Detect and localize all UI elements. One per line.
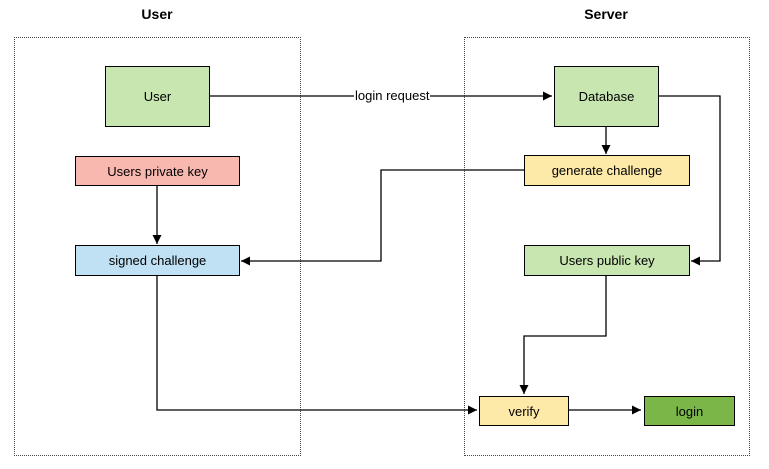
users-public-key-node: Users public key: [524, 245, 690, 276]
lane-title-user: User: [141, 6, 173, 22]
login-node: login: [644, 396, 735, 426]
users-private-key-node: Users private key: [75, 156, 240, 186]
edge-generate-challenge-to-signed-challenge: [241, 169, 524, 266]
database-node: Database: [554, 66, 659, 127]
lane-server: [464, 37, 750, 456]
edge-signed-challenge-to-verify: [156, 276, 477, 415]
lane-user: [14, 37, 301, 456]
user-node: User: [105, 66, 210, 127]
generate-challenge-node: generate challenge: [524, 155, 690, 186]
edge-database-to-public-key: [659, 95, 721, 266]
verify-node: verify: [479, 396, 569, 426]
edge-label-login-request: login request: [354, 88, 431, 103]
signed-challenge-node: signed challenge: [75, 245, 240, 276]
lane-title-server: Server: [584, 6, 628, 22]
edge-public-key-to-verify: [519, 276, 607, 394]
